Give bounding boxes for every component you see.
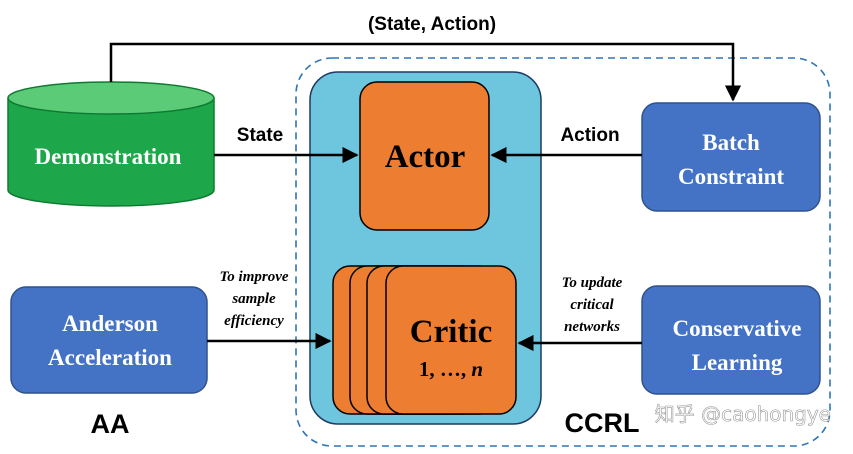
anderson-line1: Anderson [62,311,158,336]
batch-constraint-line1: Batch [702,130,760,155]
aa-group-label: AA [91,409,130,439]
anderson-line2: Acceleration [48,345,172,370]
update-label-line1: To update [562,275,623,291]
improve-label-line3: efficiency [224,313,284,329]
watermark: 知乎 @caohongye [655,402,831,426]
actor-label: Actor [385,139,466,175]
state-action-label: (State, Action) [368,14,496,35]
anderson-acceleration-node: Anderson Acceleration [10,286,208,394]
actor-node: Actor [359,81,490,231]
ccrl-group-label: CCRL [565,408,640,438]
conservative-line1: Conservative [672,316,801,341]
update-label-line3: networks [564,319,620,335]
action-label: Action [560,125,619,146]
demonstration-database: Demonstration [7,81,215,207]
update-label-line2: critical [570,297,614,313]
database-icon [7,98,215,207]
critic-main [385,265,517,415]
batch-constraint-node: Batch Constraint [641,102,821,212]
conservative-line2: Learning [692,350,783,375]
database-top [7,81,215,115]
demonstration-label: Demonstration [35,144,182,169]
improve-label-line2: sample [231,291,276,307]
state-action-arrow [109,42,742,102]
critic-label: Critic [410,314,492,350]
conservative-learning-node: Conservative Learning [641,285,821,395]
critic-index-label: 1, …, n [419,357,483,381]
state-label: State [237,125,283,146]
batch-constraint-line2: Constraint [678,164,784,189]
critic-ensemble: Critic 1, …, n [332,265,517,415]
improve-label-line1: To improve [219,269,288,285]
ccrl-dashed-boundary [295,57,831,447]
